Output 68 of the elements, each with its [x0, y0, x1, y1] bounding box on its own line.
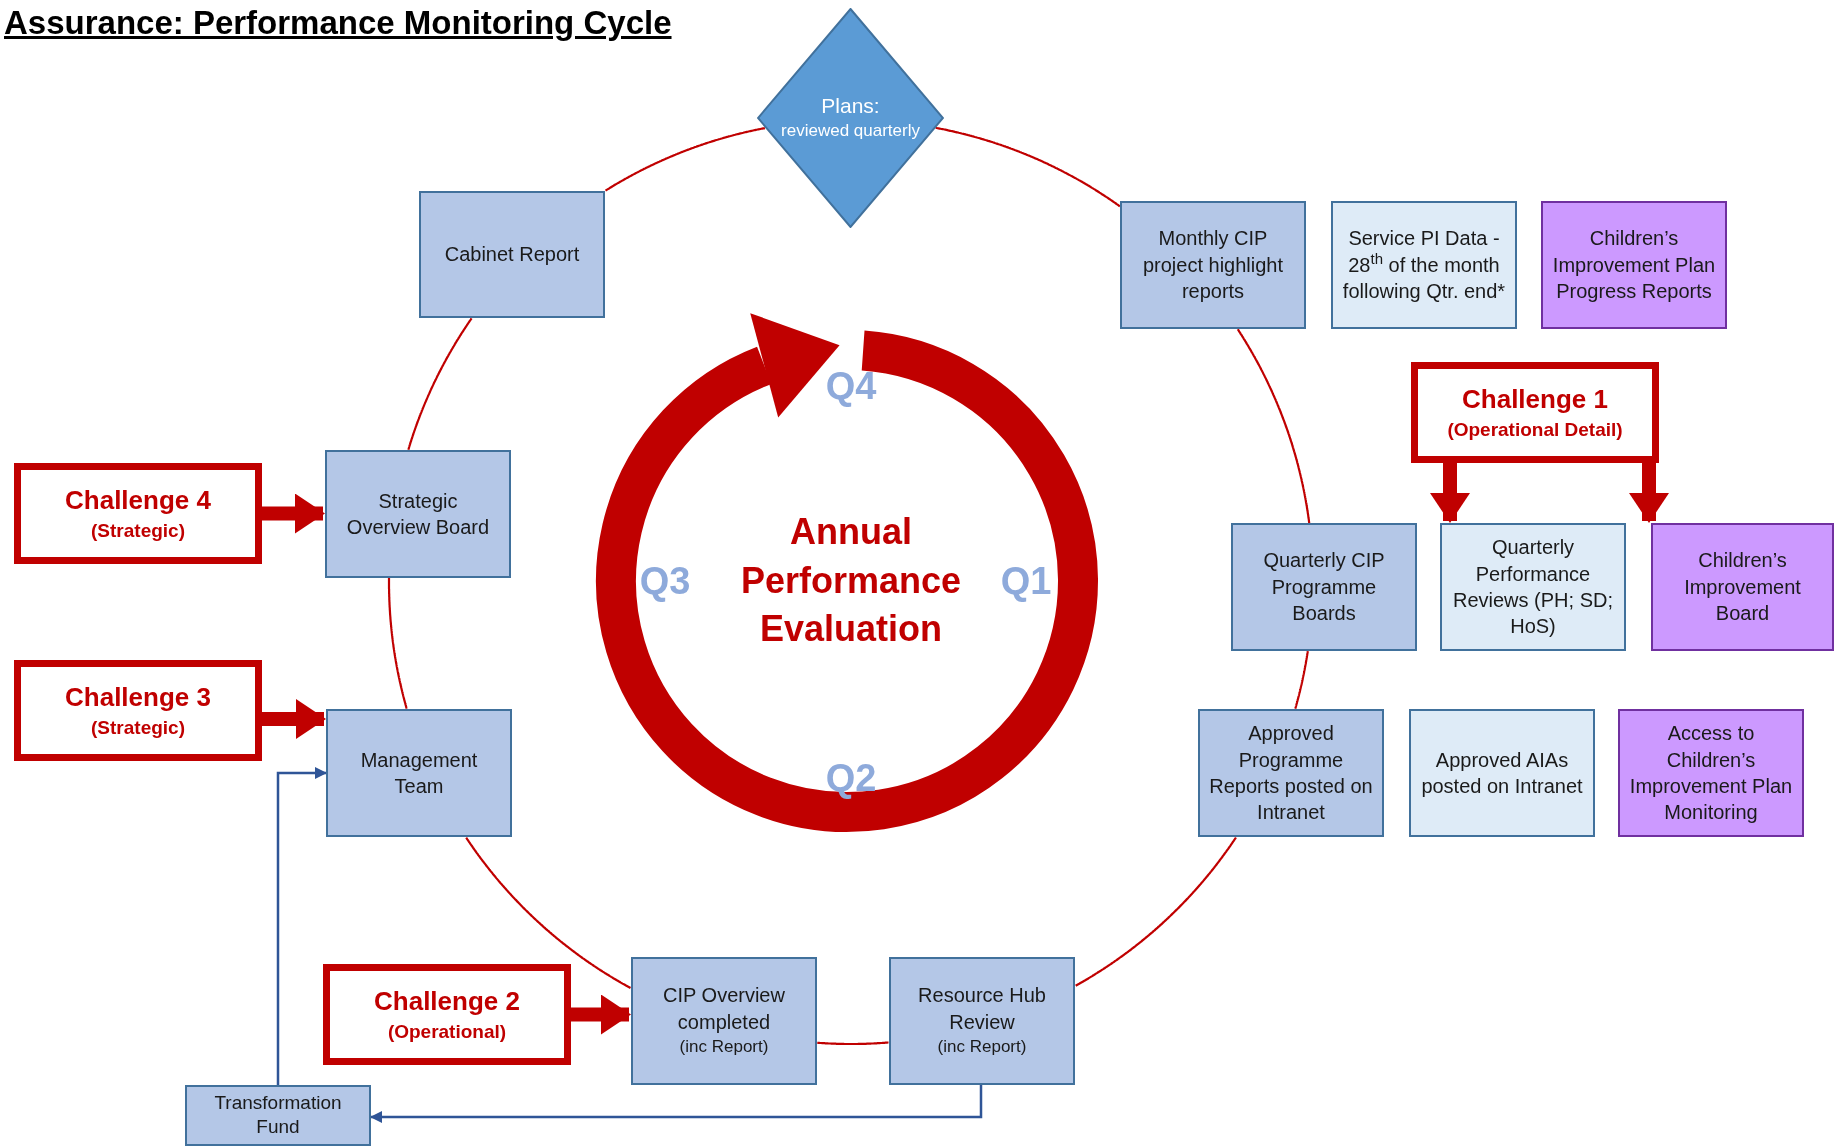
plan-box: [1651, 523, 1834, 651]
plan-box: [1618, 709, 1804, 837]
block-arrow: [1430, 463, 1470, 523]
challenge-box: [1411, 362, 1659, 463]
cycle-line: [407, 317, 473, 451]
node-text: (inc Report): [679, 1036, 769, 1059]
node-text: Access to Children’s Improvement Plan Monitoring: [1628, 721, 1794, 826]
process-box: [1120, 201, 1306, 329]
cycle-line: [1294, 650, 1309, 710]
plan-box: [1541, 201, 1727, 329]
cycle-line: [387, 577, 408, 710]
quarter-label: Q3: [638, 558, 692, 604]
node-text: Quarterly Performance Reviews (PH; SD; HoS): [1452, 535, 1614, 640]
cycle-line: [604, 127, 766, 192]
challenge-box: [14, 463, 262, 564]
node-text: Quarterly CIP Programme Boards: [1262, 548, 1386, 627]
challenge-title: Challenge 4: [65, 483, 211, 517]
process-box: [185, 1085, 371, 1146]
block-arrow: [262, 699, 326, 739]
node-text: Resource Hub Review: [917, 983, 1047, 1035]
node-text: Cabinet Report: [444, 242, 580, 268]
arrow: [370, 1085, 983, 1123]
cycle-line: [1236, 328, 1311, 524]
block-arrow: [262, 493, 325, 534]
quarter-label: Q1: [999, 558, 1053, 604]
cycle-line: [1075, 836, 1237, 987]
block-arrow: [1629, 463, 1669, 523]
challenge-subtitle: (Strategic): [91, 518, 185, 543]
node-text: Monthly CIP project highlight reports: [1141, 226, 1285, 305]
quarter-label: Q2: [824, 755, 878, 801]
challenge-subtitle: (Strategic): [91, 715, 185, 740]
challenge-title: Challenge 2: [374, 984, 520, 1018]
challenge-subtitle: (Operational Detail): [1447, 417, 1623, 442]
process-box: [325, 450, 511, 578]
cycle-line: [935, 126, 1121, 208]
node-text: Children’s Improvement Board: [1683, 548, 1802, 627]
challenge-subtitle: (Operational): [387, 1019, 507, 1044]
data-box: [1440, 523, 1626, 651]
challenge-box: [323, 964, 571, 1065]
node-text: Children’s Improvement Plan Progress Reports: [1551, 226, 1717, 305]
center-label: Annual Performance Evaluation: [739, 510, 963, 652]
node-text: Transformation Fund: [213, 1091, 343, 1139]
process-box: [419, 191, 605, 318]
challenge-title: Challenge 1: [1462, 382, 1608, 416]
node-text: Service PI Data - 28$^{th}$ of the month following Qtr. end*: [1341, 226, 1507, 305]
title: Assurance: Performance Monitoring Cycle: [4, 3, 672, 43]
node-text: CIP Overview completed: [662, 983, 786, 1035]
node-text: Management Team: [359, 747, 479, 799]
process-box: [1231, 523, 1417, 651]
challenge-title: Challenge 3: [65, 680, 211, 714]
process-box: [889, 957, 1075, 1085]
process-box: [326, 709, 512, 837]
node-text: Approved AIAs posted on Intranet: [1420, 747, 1584, 799]
arrow: [276, 767, 327, 1085]
process-box: [631, 957, 817, 1085]
node-text: Approved Programme Reports posted on Intranet: [1208, 721, 1374, 826]
process-box: [1198, 709, 1384, 837]
cycle-line: [465, 837, 632, 989]
challenge-box: [14, 660, 262, 761]
data-box: [1409, 709, 1595, 837]
quarter-label: Q4: [824, 363, 878, 409]
node-text: (inc Report): [937, 1036, 1027, 1059]
data-box: [1331, 201, 1517, 329]
block-arrow: [571, 994, 631, 1035]
node-text: Strategic Overview Board: [345, 488, 491, 540]
cycle-line: [816, 1041, 889, 1046]
node-text: reviewed quarterly: [781, 120, 920, 143]
node-text: Plans:: [821, 93, 880, 120]
